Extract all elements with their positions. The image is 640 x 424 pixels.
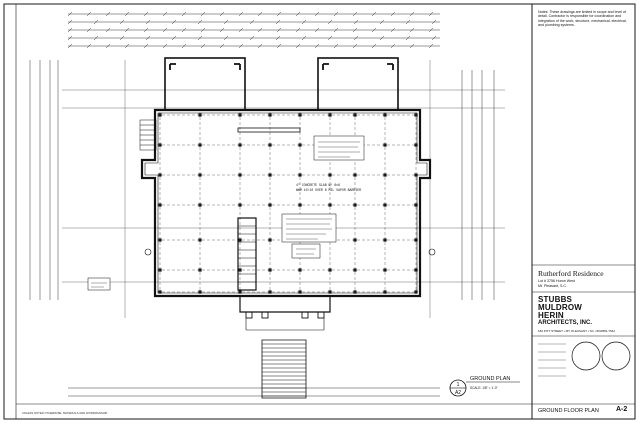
exterior-wall-inner <box>144 112 428 294</box>
left-dimensions <box>29 60 59 300</box>
plan-note-1: 4" CONCRETE SLAB W/ 6x6 <box>296 183 340 187</box>
sheet-number: A-2 <box>616 406 628 413</box>
note-box-concrete <box>313 135 365 161</box>
interior-stair <box>237 217 257 291</box>
plan-scale: SCALE: 1/8" = 1'-0" <box>470 386 498 390</box>
plan-label-number: 1 <box>457 382 460 388</box>
reference-lines <box>62 60 505 318</box>
pier-grid <box>158 113 418 294</box>
firm-line-4: ARCHITECTS, INC. <box>538 320 592 326</box>
project-line-2: Mt. Pleasant, S.C. <box>538 284 567 288</box>
stair-upper-left <box>139 119 157 151</box>
exterior-wall <box>140 108 432 298</box>
project-name: Rutherford Residence <box>538 269 604 278</box>
revision-circle-2 <box>601 341 631 371</box>
column-marker-right <box>428 248 436 256</box>
sheet-title: GROUND FLOOR PLAN <box>538 408 599 414</box>
column-marker-left <box>144 248 152 256</box>
plan-title-marker <box>449 379 520 397</box>
firm-address: 182 PITT STREET • MT. PLEASANT • SC • 80… <box>538 329 616 333</box>
top-dimension-ticks <box>67 11 437 49</box>
plan-label-sheet: A2 <box>455 390 461 396</box>
general-notes: Notes: These drawings are limited in sco… <box>538 10 627 28</box>
firm-line-1: STUBBS <box>538 295 573 304</box>
note-box-small <box>291 243 321 259</box>
rear-stair <box>261 339 307 399</box>
plan-note-2: WWM 10/10 OVER 6 MIL VAPOR BARRIER <box>296 188 361 192</box>
column-gridlines <box>157 112 418 294</box>
front-towers <box>164 57 399 111</box>
bottom-dimensions <box>68 387 440 397</box>
revision-circle-1 <box>571 341 601 371</box>
firm-line-2: MULDROW <box>538 303 583 312</box>
sheet-border <box>3 3 636 420</box>
top-dimensions <box>68 13 440 47</box>
left-callout-box <box>87 277 111 291</box>
note-box-contractor <box>281 213 337 243</box>
right-dimensions <box>461 70 495 300</box>
foot-note: UNLESS NOTED OTHERWISE: MATERIALS AND WO… <box>22 411 108 415</box>
tb-info-lines <box>538 343 566 377</box>
plan-title: GROUND PLAN <box>470 376 510 382</box>
header-beam <box>237 127 301 133</box>
firm-line-3: HERIN <box>538 311 564 320</box>
tower-corners <box>169 63 394 70</box>
project-line-1: Lot # 3756 Huron West <box>538 279 575 283</box>
rear-porch <box>239 296 331 331</box>
